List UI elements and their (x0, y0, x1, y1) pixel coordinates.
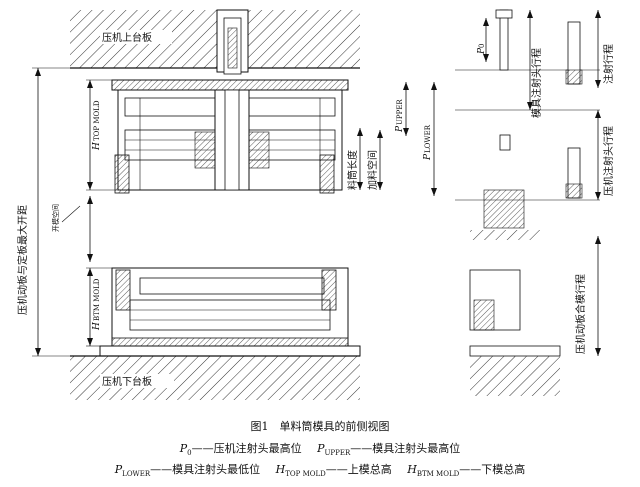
open-space-callout: 开模空间 (51, 196, 93, 262)
p0-sub: 0 (478, 44, 486, 48)
open-space-label: 开模空间 (51, 204, 60, 232)
p-upper-sub: UPPER (396, 99, 404, 125)
p-upper-dimension: P UPPER (395, 82, 409, 136)
figure-title: 图1 单料筒模具的前侧视图 (250, 420, 390, 433)
upper-platen: 压机上台板 (70, 10, 360, 69)
upper-mold (111, 79, 349, 194)
h-top-mold-dimension: H TOP MOLD (86, 79, 118, 191)
inject-stroke-small-label: 注射行程 (602, 44, 615, 84)
injection-ram (216, 9, 249, 75)
h-top-main: H (92, 142, 102, 151)
feed-dimensions: 料筒长度 加料空间 (346, 128, 383, 190)
right-side-injection-views (455, 9, 601, 396)
p-lower-dimension: P LOWER (423, 82, 437, 196)
h-btm-mold-dimension: H BTM MOLD (86, 267, 112, 347)
mold-inject-stroke-label: 模具注射头行程 (530, 48, 543, 118)
lower-mold (111, 267, 349, 347)
p0-main: P (477, 47, 487, 55)
h-btm-sub: BTM MOLD (93, 278, 101, 321)
p-upper-main: P (395, 125, 405, 133)
max-opening-label: 压机动板与定板最大开距 (16, 205, 29, 315)
p0-dimension: P 0 (477, 18, 489, 62)
feed-space-label: 加料空间 (366, 150, 379, 190)
h-top-sub: TOP MOLD (93, 100, 101, 141)
platen-stroke-label: 压机动板合模行程 (574, 274, 587, 354)
max-opening-dimension: 压机动板与定板最大开距 (16, 67, 70, 357)
upper-platen-label: 压机上台板 (102, 31, 152, 44)
caption-line-1: P0——压机注射头最高位 PUPPER——模具注射头最高位 (179, 442, 461, 458)
inject-stroke-right-label: 压机注射头行程 (602, 126, 615, 196)
lower-platen: 压机下台板 (70, 345, 361, 400)
lower-platen-label: 压机下台板 (102, 375, 152, 388)
caption-line-2: PLOWER——模具注射头最低位 HTOP MOLD——上模总高 HBTM MO… (114, 463, 526, 479)
p-lower-sub: LOWER (424, 124, 432, 153)
p-lower-main: P (423, 153, 433, 161)
h-btm-main: H (92, 322, 102, 331)
feed-length-label: 料筒长度 (346, 150, 359, 190)
